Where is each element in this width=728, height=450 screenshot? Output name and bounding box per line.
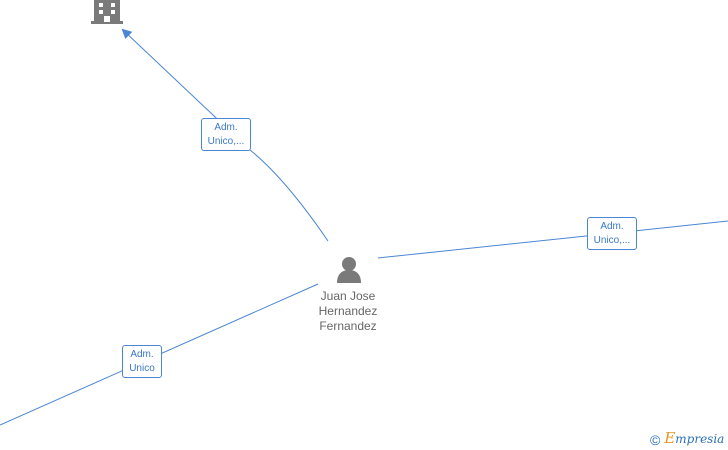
edge-label-bottom-left[interactable]: Adm. Unico	[122, 345, 162, 378]
edge-label-line2: Unico,...	[593, 235, 631, 246]
person-name-line: Juan Jose	[320, 289, 376, 303]
edge-label-line1: Adm.	[214, 122, 238, 133]
empresia-watermark: ©Empresia	[650, 429, 724, 449]
edge-label-line2: Unico	[129, 363, 155, 374]
edge-label-company[interactable]: Adm. Unico,...	[201, 118, 251, 151]
brand-initial: E	[664, 429, 676, 447]
person-name-line: Hernandez	[318, 304, 378, 318]
building-icon[interactable]	[91, 0, 123, 24]
copyright-symbol: ©	[650, 431, 661, 448]
brand-name: mpresia	[675, 432, 725, 446]
edge-label-line1: Adm.	[130, 349, 154, 360]
edge-to-right	[377, 220, 728, 259]
edge-label-right[interactable]: Adm. Unico,...	[587, 217, 637, 250]
person-icon[interactable]	[337, 257, 361, 283]
person-name[interactable]: Juan Jose Hernandez Fernandez	[298, 289, 398, 334]
person-name-line: Fernandez	[319, 319, 377, 333]
edge-label-line2: Unico,...	[207, 136, 245, 147]
edge-label-line1: Adm.	[600, 221, 624, 232]
